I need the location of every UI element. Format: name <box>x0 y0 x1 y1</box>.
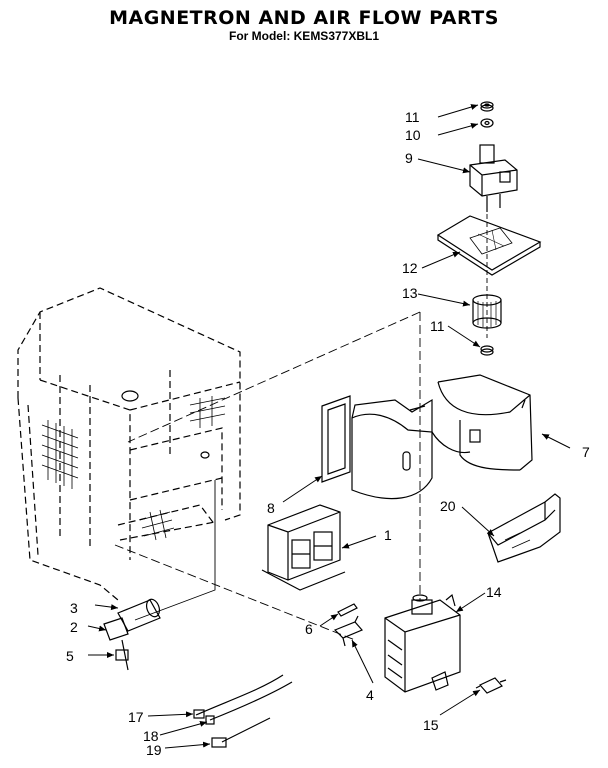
callout-13: 13 <box>402 285 418 301</box>
callout-17: 17 <box>128 709 144 725</box>
part-5-diode <box>115 639 129 671</box>
callout-10: 10 <box>405 127 421 143</box>
callout-8: 8 <box>267 500 275 516</box>
part-19-wire <box>211 717 271 748</box>
callout-leaders <box>87 104 571 749</box>
part-18-wire <box>205 681 293 725</box>
cabinet-hole <box>121 390 139 402</box>
alignment-lines <box>114 198 488 641</box>
callout-1: 1 <box>384 527 392 543</box>
part-13-fan-blade <box>472 294 502 329</box>
cabinet-vent-grid <box>41 396 226 541</box>
part-12-bracket <box>436 215 542 276</box>
callout-labels: 11 10 9 12 13 11 7 8 1 20 14 3 2 6 5 4 1… <box>66 109 590 758</box>
callout-18: 18 <box>143 728 159 744</box>
callout-14: 14 <box>486 584 502 600</box>
part-15-thermal-cutout <box>475 677 507 694</box>
part-20-bracket <box>487 493 561 563</box>
part-1-transformer <box>261 504 346 591</box>
part-2-bracket <box>103 617 129 641</box>
callout-3: 3 <box>70 600 78 616</box>
callout-9: 9 <box>405 150 413 166</box>
callout-11-lower: 11 <box>430 318 445 334</box>
part-7-air-duct <box>431 374 533 471</box>
callout-19: 19 <box>146 742 162 758</box>
part-4-fuse-holder <box>333 615 363 647</box>
cabinet-hole <box>200 451 210 459</box>
part-11-lower-nut <box>480 345 494 356</box>
part-17-wire <box>193 674 284 719</box>
part-8-gasket <box>321 395 351 483</box>
callout-7: 7 <box>582 444 590 460</box>
callout-5: 5 <box>66 648 74 664</box>
air-guide <box>351 398 433 500</box>
part-11-nut <box>480 101 494 112</box>
callout-20: 20 <box>440 498 456 514</box>
callout-15: 15 <box>423 717 439 733</box>
callout-6: 6 <box>305 621 313 637</box>
callout-2: 2 <box>70 619 78 635</box>
page-title: MAGNETRON AND AIR FLOW PARTS <box>109 7 499 29</box>
part-6-fuse <box>337 603 358 617</box>
callout-12: 12 <box>402 260 418 276</box>
part-9-fan-motor <box>469 144 518 212</box>
microwave-cabinet <box>17 287 241 601</box>
callout-11-top: 11 <box>405 109 420 125</box>
part-14-magnetron <box>384 593 461 693</box>
model-line: For Model: KEMS377XBL1 <box>228 29 380 43</box>
callout-4: 4 <box>366 687 374 703</box>
part-10-washer <box>480 118 494 128</box>
